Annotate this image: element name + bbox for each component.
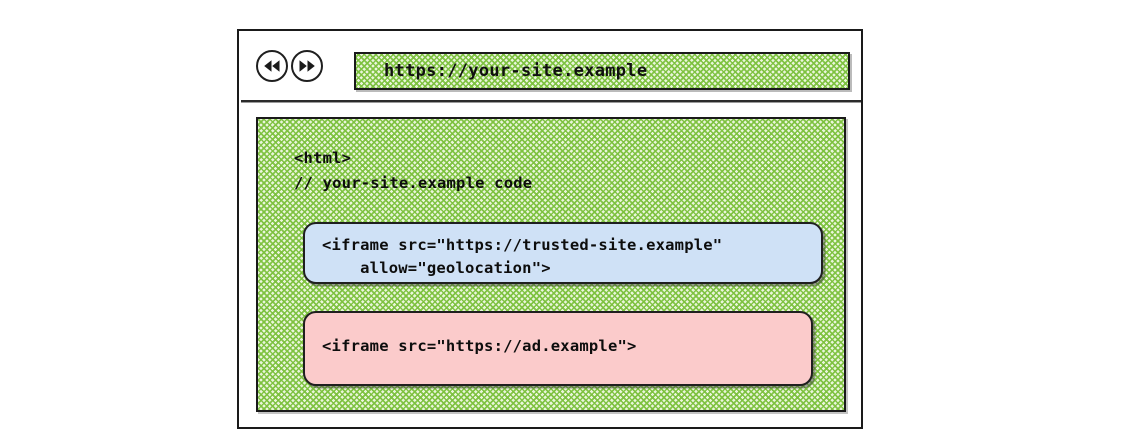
fast-forward-icon xyxy=(297,59,317,73)
code-line-html-tag: <html> xyxy=(294,149,352,167)
iframe-trusted-src-line: <iframe src="https://trusted-site.exampl… xyxy=(322,236,723,254)
code-line-site-comment: // your-site.example code xyxy=(294,174,533,192)
browser-window: https://your-site.example <html> // your… xyxy=(237,29,863,429)
forward-button[interactable] xyxy=(291,50,323,82)
browser-toolbar: https://your-site.example xyxy=(239,31,861,101)
iframe-ad-src-line: <iframe src="https://ad.example"> xyxy=(322,337,637,355)
toolbar-separator xyxy=(241,100,861,103)
back-button[interactable] xyxy=(256,50,288,82)
iframe-trusted-allow-line: allow="geolocation"> xyxy=(322,259,551,278)
rewind-icon xyxy=(262,59,282,73)
url-text: https://your-site.example xyxy=(384,61,648,81)
iframe-ad-box[interactable]: <iframe src="https://ad.example"> xyxy=(303,311,813,386)
url-bar[interactable]: https://your-site.example xyxy=(354,52,850,90)
page-content-area: <html> // your-site.example code <iframe… xyxy=(256,117,846,412)
iframe-trusted-site-box[interactable]: <iframe src="https://trusted-site.exampl… xyxy=(303,222,823,284)
